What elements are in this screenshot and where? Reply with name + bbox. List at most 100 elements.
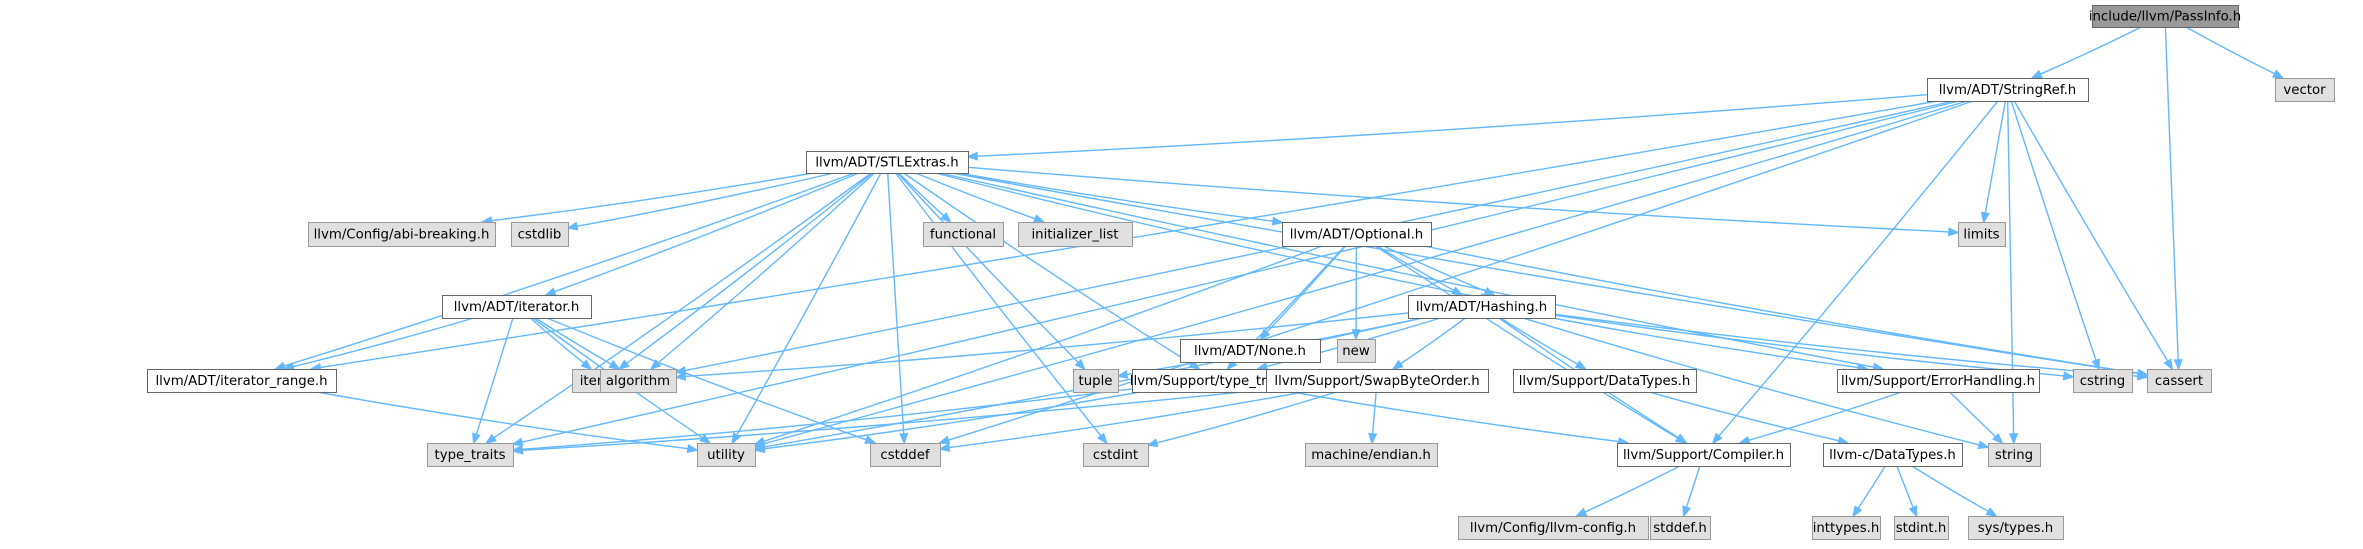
edge-stlextras-to-typetraits_h — [903, 172, 1193, 365]
node-cdatatypes[interactable]: llvm-c/DataTypes.h — [1823, 443, 1963, 467]
edge-arrowhead-optional-to-memory — [1483, 286, 1496, 296]
edge-swapbyte-to-type_traits — [521, 388, 1267, 451]
edges-layer — [273, 26, 2285, 518]
node-box-utility — [697, 443, 756, 467]
node-inttypes: inttypes.h — [1812, 516, 1881, 540]
edge-arrowhead-errorhandling-to-string — [1992, 432, 2004, 445]
node-functional: functional — [923, 222, 1004, 247]
edge-arrowhead-passinfo-to-stringref — [2030, 69, 2043, 79]
node-label-tuple: tuple — [1079, 374, 1113, 389]
node-label-string: string — [1995, 448, 2033, 463]
node-cstddef: cstddef — [870, 443, 941, 467]
node-iterator_range[interactable]: llvm/ADT/iterator_range.h — [147, 369, 337, 393]
nodes-layer: include/llvm/PassInfo.h llvm/ADT/StringRe… — [147, 5, 2335, 540]
edge-arrowhead-stlextras-to-optional — [1271, 216, 1284, 226]
edge-hashing-to-cassert — [1554, 313, 2139, 377]
edge-stlextras-to-abibreaking — [491, 172, 813, 222]
node-typetraits_h[interactable]: llvm/Support/type_traits.h — [1130, 369, 1303, 393]
node-optional[interactable]: llvm/ADT/Optional.h — [1282, 222, 1432, 247]
edge-hashing-to-algorithm — [684, 312, 1409, 378]
edge-errorhandling-to-compiler — [1748, 391, 1902, 441]
edge-arrowhead-hashing-to-tuple — [1116, 369, 1129, 379]
edge-arrowhead-optional-to-none — [1259, 328, 1271, 341]
node-box-initlist — [1018, 222, 1133, 247]
node-label-cassert: cassert — [2155, 374, 2203, 389]
node-box-cdatatypes — [1823, 443, 1963, 467]
edge-arrowhead-hashing-to-datatypes — [1574, 360, 1588, 370]
node-compiler[interactable]: llvm/Support/Compiler.h — [1617, 443, 1791, 467]
edge-optional-to-hashing — [1376, 245, 1455, 292]
edge-stringref-to-type_traits — [521, 100, 1960, 443]
edge-stlextras-to-algorithm — [657, 172, 875, 364]
node-label-optional: llvm/ADT/Optional.h — [1290, 228, 1424, 243]
edge-stringref-to-compiler — [1718, 100, 1999, 437]
node-vector: vector — [2275, 78, 2335, 102]
edge-arrowhead-stringref-to-stlextras — [966, 151, 978, 161]
edge-errorhandling-to-string — [1949, 391, 1997, 438]
node-hashing[interactable]: llvm/ADT/Hashing.h — [1408, 295, 1556, 319]
edge-arrowhead-stlextras-to-iterator — [617, 359, 630, 371]
edge-stlextras-to-tuple — [896, 172, 1079, 363]
edge-arrowhead-swapbyte-to-type_traits — [511, 445, 524, 455]
node-stlextras[interactable]: llvm/ADT/STLExtras.h — [806, 151, 969, 174]
node-label-initlist: initializer_list — [1031, 228, 1118, 243]
edge-arrowhead-swapbyte-to-cstdint — [1146, 438, 1159, 447]
node-box-new — [1337, 339, 1376, 363]
node-box-compiler — [1617, 443, 1791, 467]
edge-iterator_h-to-iterator — [529, 317, 585, 364]
edge-arrowhead-stringref-to-limits — [1980, 211, 1990, 224]
node-cstdlib: cstdlib — [511, 222, 569, 247]
edge-arrowhead-hashing-to-compiler — [1675, 433, 1688, 445]
node-stddef: stddef.h — [1650, 516, 1711, 540]
edge-arrowhead-iterator_h-to-iterator — [580, 359, 593, 371]
node-label-machineendian: machine/endian.h — [1311, 448, 1431, 463]
edge-swapbyte-to-cstdint — [1156, 391, 1337, 444]
node-box-stlextras — [806, 151, 969, 174]
node-string: string — [1988, 443, 2041, 467]
node-label-abibreaking: llvm/Config/abi-breaking.h — [314, 228, 490, 243]
node-label-datatypes: llvm/Support/DataTypes.h — [1519, 374, 1691, 389]
edge-typetraits_h-to-type_traits — [521, 388, 1133, 450]
edge-arrowhead-stringref-to-string — [2009, 433, 2019, 445]
node-box-passinfo — [2092, 5, 2239, 28]
node-label-stlextras: llvm/ADT/STLExtras.h — [815, 156, 958, 171]
node-box-algorithm — [600, 369, 677, 393]
node-label-new: new — [1342, 344, 1370, 359]
edge-arrowhead-stringref-to-compiler — [1711, 432, 1723, 445]
node-label-swapbyte: llvm/Support/SwapByteOrder.h — [1274, 374, 1479, 389]
node-label-limits: limits — [1963, 228, 1999, 243]
node-box-iterator_h — [442, 295, 592, 319]
edge-stlextras-to-utility — [736, 172, 882, 436]
node-label-type_traits: type_traits — [434, 448, 505, 463]
node-passinfo: include/llvm/PassInfo.h — [2089, 5, 2241, 28]
node-label-passinfo: include/llvm/PassInfo.h — [2089, 10, 2241, 25]
node-iterator_h[interactable]: llvm/ADT/iterator.h — [442, 295, 592, 319]
edge-arrowhead-stlextras-to-limits — [1948, 227, 1960, 237]
edge-arrowhead-stlextras-to-type_traits — [484, 433, 497, 445]
node-label-cstdlib: cstdlib — [518, 228, 562, 243]
node-box-vector — [2275, 78, 2335, 102]
node-stringref[interactable]: llvm/ADT/StringRef.h — [1927, 78, 2089, 102]
edge-arrowhead-stlextras-to-iterator_h — [544, 287, 557, 296]
edge-arrowhead-hashing-to-cassert — [2136, 371, 2149, 381]
node-box-cassert — [2147, 369, 2212, 393]
node-box-string — [1988, 443, 2041, 467]
node-label-cstddef: cstddef — [880, 448, 930, 463]
edge-cdatatypes-to-stdint — [1896, 465, 1914, 508]
node-label-stddef: stddef.h — [1653, 521, 1707, 536]
node-label-cstdint: cstdint — [1093, 448, 1138, 463]
edge-stlextras-to-initlist — [915, 172, 1036, 220]
node-none[interactable]: llvm/ADT/None.h — [1180, 339, 1321, 363]
edge-arrowhead-compiler-to-stddef — [1682, 505, 1691, 518]
edge-arrowhead-stlextras-to-cstdlib — [566, 221, 579, 231]
edge-stlextras-to-iterator_h — [554, 172, 860, 293]
edge-arrowhead-hashing-to-cstring — [2062, 371, 2075, 381]
node-datatypes[interactable]: llvm/Support/DataTypes.h — [1513, 369, 1697, 393]
edge-arrowhead-cdatatypes-to-inttypes — [1852, 505, 1863, 518]
node-stdint: stdint.h — [1894, 516, 1949, 540]
node-swapbyte[interactable]: llvm/Support/SwapByteOrder.h — [1266, 369, 1489, 393]
node-errorhandling[interactable]: llvm/Support/ErrorHandling.h — [1837, 369, 2040, 393]
edge-optional-to-compiler — [1375, 245, 1679, 439]
node-box-limits — [1958, 222, 2006, 247]
